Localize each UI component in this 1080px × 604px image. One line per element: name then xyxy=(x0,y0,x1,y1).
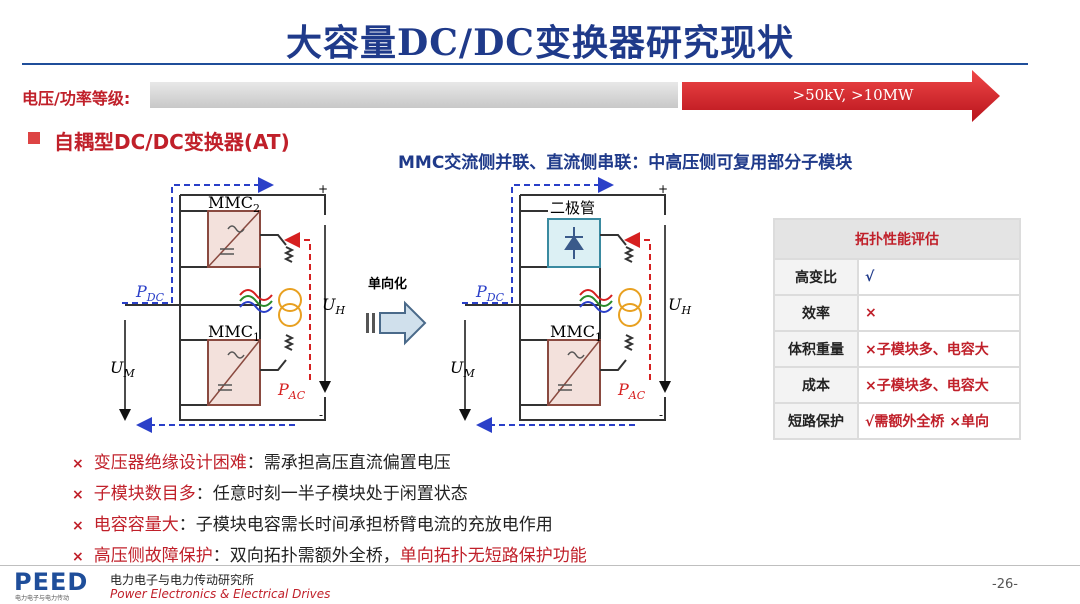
table-row: 体积重量×子模块多、电容大 xyxy=(773,330,1021,368)
svg-text:+: + xyxy=(658,182,668,196)
diode-icon xyxy=(564,227,584,259)
level-bar-track xyxy=(150,82,678,108)
pdc-arrow-left xyxy=(122,177,274,304)
svg-text:+: + xyxy=(318,182,328,196)
level-label: 电压/功率等级: xyxy=(22,89,131,108)
pac-arrow-right xyxy=(624,232,651,380)
logo-subtitle: 电力电子与电力传动 xyxy=(15,595,70,602)
list-item: ×变压器绝缘设计困难：需承担高压直流偏置电压 xyxy=(72,453,451,473)
org-name-cn: 电力电子与电力传动研究所 xyxy=(110,573,255,587)
pdc-arrow-right xyxy=(462,177,614,304)
org-name-en: Power Electronics & Electrical Drives xyxy=(110,587,331,601)
table-header: 拓扑性能评估 xyxy=(773,218,1021,260)
pac-arrow-left xyxy=(284,232,311,380)
level-arrow-icon xyxy=(682,70,1000,122)
square-bullet-icon xyxy=(28,132,40,144)
page-title: 大容量DC/DC变换器研究现状 xyxy=(286,22,794,64)
level-value: >50kV, >10MW xyxy=(792,86,914,104)
um-label-left: UM xyxy=(110,358,135,380)
transformer-left xyxy=(239,234,302,371)
page-number: -26- xyxy=(992,577,1018,592)
evaluation-table: 拓扑性能评估 高变比√ 效率× 体积重量×子模块多、电容大 成本×子模块多、电容… xyxy=(773,218,1021,440)
transformer-right xyxy=(579,234,642,371)
svg-text:-: - xyxy=(659,408,663,422)
uh-label-left: UH xyxy=(322,295,345,317)
mmc1-label: MMC1 xyxy=(208,322,260,344)
mmc2-label: MMC2 xyxy=(208,193,260,215)
peed-logo: PEED xyxy=(14,568,89,596)
title-divider xyxy=(22,63,1028,65)
list-item: ×高压侧故障保护：双向拓扑需额外全桥，单向拓扑无短路保护功能 xyxy=(72,546,587,566)
list-item: ×子模块数目多：任意时刻一半子模块处于闲置状态 xyxy=(72,484,468,504)
table-row: 成本×子模块多、电容大 xyxy=(773,366,1021,404)
um-label-right: UM xyxy=(450,358,475,380)
conversion-label: 单向化 xyxy=(368,276,407,292)
mmc1-label-right: MMC1 xyxy=(550,322,602,344)
table-row: 高变比√ xyxy=(773,258,1021,296)
pdc-label-left: PDC xyxy=(135,282,165,304)
mmc-note: MMC交流侧并联、直流侧串联：中高压侧可复用部分子模块 xyxy=(398,153,853,173)
footer-divider xyxy=(0,565,1080,566)
pac-label-left: PAC xyxy=(277,380,306,402)
diode-label: 二极管 xyxy=(550,199,595,217)
svg-text:-: - xyxy=(319,408,323,422)
section-title: 自耦型DC/DC变换器(AT) xyxy=(54,130,290,154)
list-item: ×电容容量大：子模块电容需长时间承担桥臂电流的充放电作用 xyxy=(72,515,553,535)
conversion-arrow-icon xyxy=(366,300,427,346)
table-row: 短路保护√需额外全桥 ×单向 xyxy=(773,402,1021,440)
pdc-label-right: PDC xyxy=(475,282,505,304)
table-row: 效率× xyxy=(773,294,1021,332)
pac-label-right: PAC xyxy=(617,380,646,402)
left-circuit xyxy=(125,194,326,421)
circuit-diagram: MMC2 MMC1 + - PDC PAC UH UM 单向化 xyxy=(110,177,691,433)
uh-label-right: UH xyxy=(668,295,691,317)
